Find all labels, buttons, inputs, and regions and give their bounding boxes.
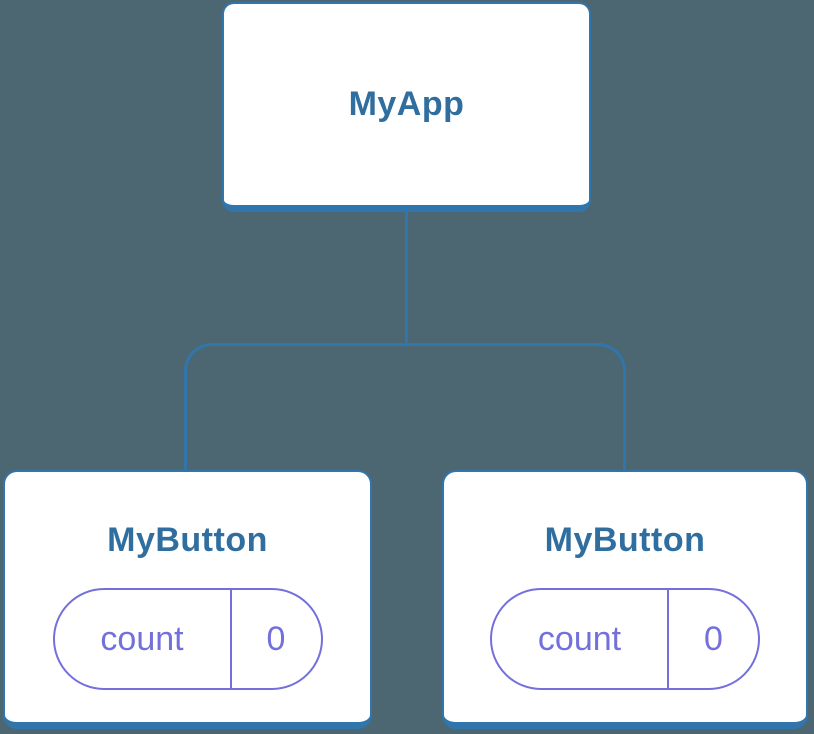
child-node-label: MyButton	[107, 521, 268, 559]
state-key: count	[492, 590, 669, 688]
root-node-myapp: MyApp	[222, 2, 591, 212]
root-node-label: MyApp	[348, 85, 465, 123]
state-pill: count 0	[490, 588, 760, 690]
state-value: 0	[704, 619, 723, 658]
state-key: count	[55, 590, 232, 688]
root-connector-stem	[405, 212, 408, 344]
state-value: 0	[266, 619, 286, 658]
child-node-mybutton-left: MyButton count 0	[3, 470, 372, 729]
state-pill: count 0	[52, 588, 323, 690]
child-node-label: MyButton	[544, 521, 706, 559]
child-node-mybutton-right: MyButton count 0	[442, 470, 808, 729]
children-connector-bracket	[184, 343, 626, 470]
